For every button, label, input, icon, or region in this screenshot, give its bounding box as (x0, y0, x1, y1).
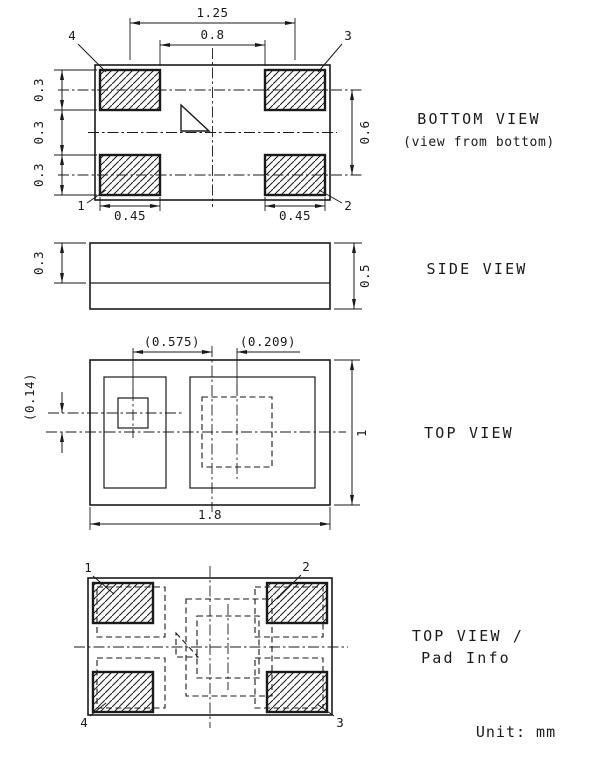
bottom-view-title: BOTTOM VIEW (417, 110, 541, 128)
dim-03-bottom-label: 0.3 (31, 163, 46, 187)
hidden-pin1-triangle (175, 631, 200, 658)
side-view-title: SIDE VIEW (426, 260, 527, 278)
dim-014-label: (0.14) (22, 373, 37, 421)
top-package-outline (89, 359, 331, 506)
hidden-element-outline (185, 598, 273, 697)
bottom-view-drawing: 1.25 0.8 0.3 0.3 0.3 0.6 0.45 0.45 4 3 (31, 5, 555, 223)
leader-line (77, 43, 107, 73)
bottom-pin-4-label: 4 (68, 28, 76, 43)
unit-note: Unit: mm (476, 723, 556, 741)
bottom-pin-3-label: 3 (344, 28, 352, 43)
dim-03-mid-label: 0.3 (31, 120, 46, 144)
top-view-drawing: (0.575) (0.209) (0.14) 1 1.8 TOP VIEW (22, 334, 514, 530)
padinfo-title-line2: Pad Info (421, 649, 511, 667)
side-package-outline (89, 242, 331, 310)
side-view-drawing: 0.3 0.5 SIDE VIEW (31, 242, 527, 310)
hidden-bottom-pad-outline (96, 586, 166, 638)
padinfo-package-outline (87, 577, 333, 716)
bottom-pin-1-label: 1 (77, 198, 85, 213)
bottom-view-subtitle: (view from bottom) (403, 135, 555, 150)
hidden-bottom-pad-outline (254, 657, 324, 709)
padinfo-pad-2 (265, 581, 329, 625)
padinfo-pin-3-label: 3 (336, 715, 344, 730)
padinfo-pad-3 (265, 670, 329, 714)
top-left-element-outline (103, 376, 167, 489)
leader-line (276, 574, 302, 600)
padinfo-title-line1: TOP VIEW / (412, 627, 524, 645)
dim-0209-label: (0.209) (240, 334, 296, 349)
padinfo-pin-4-label: 4 (80, 715, 88, 730)
leader-line (86, 189, 107, 204)
top-right-element-outline (189, 376, 316, 489)
leader-line (316, 703, 335, 717)
dim-125-label: 1.25 (196, 5, 228, 20)
padinfo-pin-2-label: 2 (302, 559, 310, 574)
hidden-bottom-pad-outline (96, 657, 166, 709)
dim-045-left-label: 0.45 (114, 208, 146, 223)
leader-line (92, 575, 115, 595)
padinfo-pad-1 (91, 581, 155, 625)
top-view-title: TOP VIEW (424, 424, 514, 442)
dim-side-03-label: 0.3 (31, 251, 46, 275)
leader-line (317, 43, 343, 73)
pad-info-drawing: 1 2 4 3 TOP VIEW / Pad Info (74, 559, 524, 730)
dim-08-label: 0.8 (200, 27, 224, 42)
dim-045-right-label: 0.45 (279, 208, 311, 223)
dim-1-label: 1 (354, 429, 369, 437)
dim-06-label: 0.6 (357, 120, 372, 144)
dim-03-top-label: 0.3 (31, 78, 46, 102)
dim-18-label: 1.8 (198, 507, 222, 522)
bottom-pin-2-label: 2 (344, 198, 352, 213)
padinfo-pin-1-label: 1 (84, 560, 92, 575)
pin1-indicator-triangle (180, 103, 211, 132)
leader-line (89, 702, 107, 717)
dim-side-05-label: 0.5 (357, 264, 372, 288)
dim-0575-label: (0.575) (144, 334, 200, 349)
leader-line (318, 189, 343, 204)
